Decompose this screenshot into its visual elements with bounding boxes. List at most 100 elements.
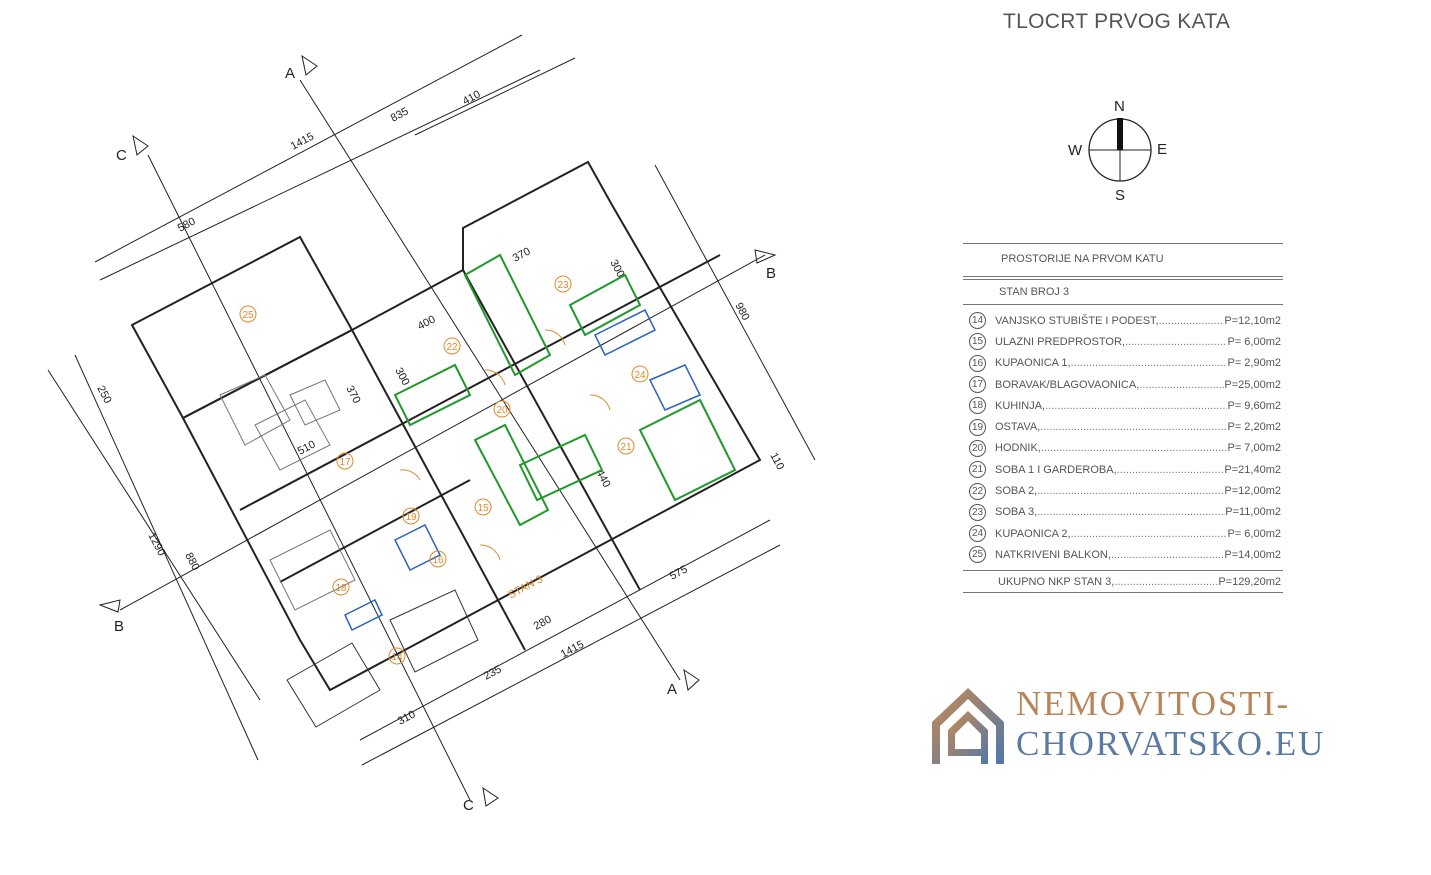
room-name: SOBA 2, xyxy=(995,485,1038,498)
room-name: NATKRIVENI BALKON, xyxy=(995,548,1111,561)
room-area: P= 6,00m2 xyxy=(1227,335,1281,348)
dimension-label: 880 xyxy=(182,551,201,573)
leader-dots: ........................................… xyxy=(1116,463,1225,476)
leader-dots: ........................................… xyxy=(1070,527,1228,540)
room-number: 21 xyxy=(969,461,986,479)
room-area: P=25,00m2 xyxy=(1224,378,1281,391)
room-17: 17 xyxy=(336,452,354,470)
compass-west: W xyxy=(1068,142,1083,159)
leader-dots: ........................................… xyxy=(1037,506,1225,519)
room-area: P= 6,00m2 xyxy=(1227,527,1281,540)
beds-wardrobes xyxy=(393,253,737,527)
svg-text:19: 19 xyxy=(405,512,417,523)
leader-dots: ........................................… xyxy=(1158,314,1225,327)
leader-dots: ........................................… xyxy=(1125,335,1228,348)
room-21: 21 xyxy=(617,437,635,455)
section-line-b xyxy=(119,254,766,611)
leader-dots: ........................................… xyxy=(1139,378,1224,391)
svg-text:21: 21 xyxy=(620,442,632,453)
room-24: 24 xyxy=(631,365,649,383)
dimension-label: 440 xyxy=(593,468,612,490)
room-15: 15 xyxy=(474,498,492,516)
room-16: 16 xyxy=(429,550,447,568)
room-25: 25 xyxy=(239,305,257,323)
stairs xyxy=(286,589,479,728)
room-area: P=12,10m2 xyxy=(1224,314,1281,327)
room-22: 22 xyxy=(443,337,461,355)
compass-north: N xyxy=(1114,98,1125,115)
legend-row: 14 VANJSKO STUBIŠTE I PODEST,............… xyxy=(963,310,1283,331)
bathroom-fixtures xyxy=(344,308,702,632)
section-lines xyxy=(119,79,766,801)
room-area: P= 7,00m2 xyxy=(1227,442,1281,455)
room-14: 14 xyxy=(388,647,406,665)
room-name: KUPAONICA 2, xyxy=(995,527,1071,540)
room-name: OSTAVA, xyxy=(995,421,1041,434)
room-23: 23 xyxy=(554,275,572,293)
legend-row: 21 SOBA 1 I GARDEROBA,...................… xyxy=(963,459,1283,480)
dimension-lines xyxy=(47,34,816,766)
leader-dots: ........................................… xyxy=(1070,357,1228,370)
room-20: 20 xyxy=(493,400,511,418)
room-area: P=12,00m2 xyxy=(1224,485,1281,498)
room-number: 23 xyxy=(969,503,986,521)
room-number: 20 xyxy=(969,439,986,457)
living-furniture xyxy=(219,374,356,611)
dimension-label: 110 xyxy=(767,451,786,472)
room-number: 14 xyxy=(969,312,986,330)
section-label-c-bottom: C xyxy=(463,797,474,814)
room-number: 22 xyxy=(969,482,986,500)
room-name: SOBA 1 I GARDEROBA, xyxy=(995,463,1117,476)
room-number: 15 xyxy=(969,333,986,351)
total-area: P=129,20m2 xyxy=(1218,575,1281,588)
legend-row: 15 ULAZNI PREDPROSTOR,...................… xyxy=(963,331,1283,352)
dimension-label: 370 xyxy=(511,245,533,264)
leader-dots: ........................................… xyxy=(1040,442,1228,455)
dimension-label: 1290 xyxy=(145,531,167,558)
room-number: 17 xyxy=(969,376,986,394)
legend-total-row: UKUPNO NKP STAN 3, .....................… xyxy=(963,569,1283,593)
room-name: SOBA 3, xyxy=(995,506,1038,519)
svg-text:16: 16 xyxy=(432,555,444,566)
dimension-label: 980 xyxy=(732,301,751,323)
room-area: P= 9,60m2 xyxy=(1227,399,1281,412)
unit-label: STAN 3 xyxy=(506,573,545,601)
room-18: 18 xyxy=(332,578,350,596)
compass-south: S xyxy=(1115,187,1125,204)
room-name: BORAVAK/BLAGOVAONICA, xyxy=(995,378,1140,391)
leader-dots: ........................................… xyxy=(1040,421,1227,434)
floor-plan: A C B B A C 1415 835 410 580 370 300 980… xyxy=(47,34,816,814)
dimension-label: 510 xyxy=(296,438,318,457)
room-name: KUHINJA, xyxy=(995,399,1046,412)
dimension-label: 575 xyxy=(668,563,690,582)
section-label-a-bottom: A xyxy=(667,681,677,698)
svg-text:24: 24 xyxy=(634,370,646,381)
legend-row: 17 BORAVAK/BLAGOVAONICA,.................… xyxy=(963,374,1283,395)
room-name: KUPAONICA 1, xyxy=(995,357,1071,370)
room-area: P= 2,20m2 xyxy=(1227,421,1281,434)
logo-line-1: NEMOVITOSTI- xyxy=(1016,684,1291,723)
logo-line-2: CHORVATSKO.EU xyxy=(1016,724,1326,763)
room-name: ULAZNI PREDPROSTOR, xyxy=(995,335,1125,348)
compass-icon: N S E W xyxy=(1068,98,1167,204)
svg-text:17: 17 xyxy=(339,457,351,468)
room-name: VANJSKO STUBIŠTE I PODEST, xyxy=(995,314,1159,327)
legend-heading: PROSTORIJE NA PRVOM KATU xyxy=(1001,253,1164,265)
dimension-label: 1415 xyxy=(289,131,316,153)
dimension-label: 370 xyxy=(343,384,362,406)
legend-row: 23 SOBA 3,...............................… xyxy=(963,502,1283,523)
room-number: 19 xyxy=(969,418,986,436)
leader-dots: ........................................… xyxy=(1045,399,1227,412)
page-title: TLOCRT PRVOG KATA xyxy=(1003,10,1231,33)
room-19: 19 xyxy=(402,507,420,525)
section-label-a-top: A xyxy=(285,65,295,82)
svg-text:14: 14 xyxy=(391,652,403,663)
svg-text:22: 22 xyxy=(446,342,458,353)
building-walls xyxy=(130,160,762,692)
